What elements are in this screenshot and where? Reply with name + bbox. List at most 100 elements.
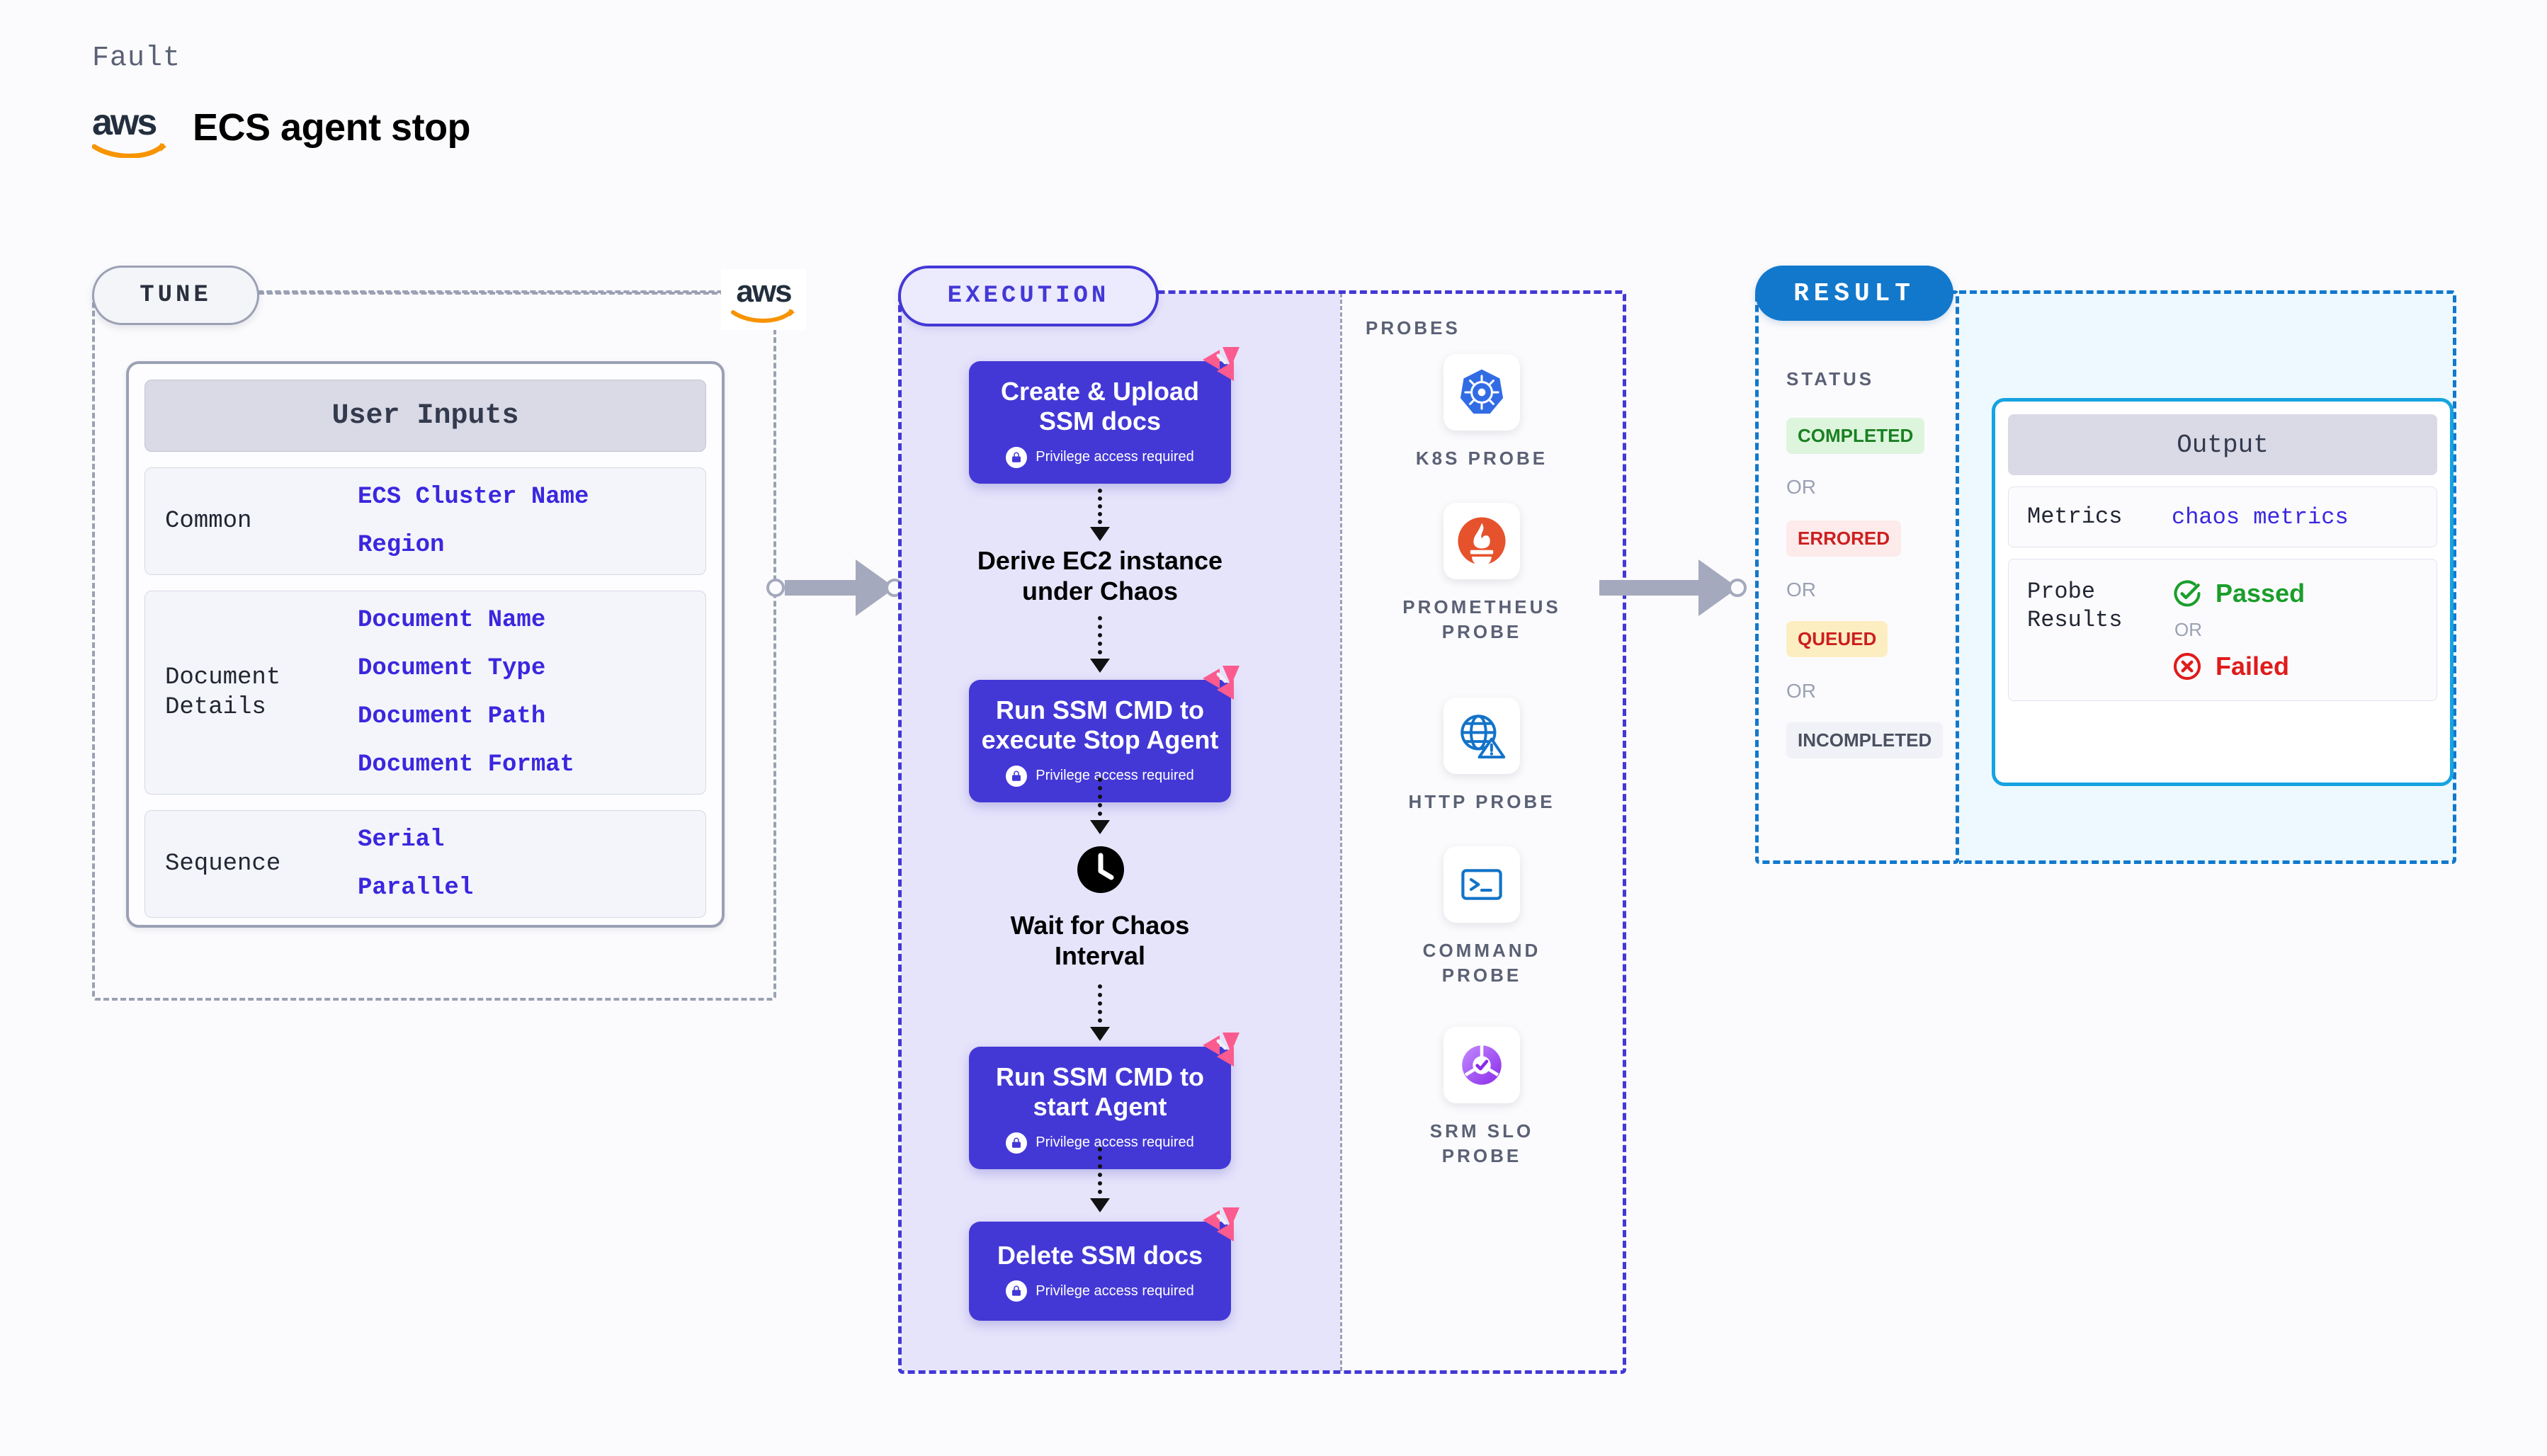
- probe-result-failed: Failed: [2172, 651, 2305, 682]
- srm-slo-icon: [1462, 1045, 1502, 1085]
- probes-background: [1340, 293, 1623, 1371]
- connector-execution-to-result: [1599, 559, 1776, 616]
- tune-group-common: Common ECS Cluster Name Region: [144, 467, 706, 575]
- flow-arrow: [1090, 778, 1110, 834]
- tune-pill-label: TUNE: [140, 282, 212, 309]
- connector-bar: [1599, 580, 1698, 596]
- tune-group-label: Sequence: [165, 850, 281, 877]
- execution-region: [898, 290, 1626, 1374]
- execution-node-delete-ssm-docs[interactable]: Delete SSM docs Privilege access require…: [969, 1207, 1240, 1321]
- fault-kicker: Fault: [92, 42, 181, 74]
- execution-node-subtitle: Privilege access required: [1036, 768, 1194, 784]
- execution-node-subtitle: Privilege access required: [1036, 1134, 1194, 1151]
- probes-section-label: PROBES: [1366, 317, 1460, 339]
- output-row-value[interactable]: chaos metrics: [2172, 504, 2349, 530]
- check-circle-icon: [2174, 580, 2201, 607]
- user-inputs-card: User Inputs Common ECS Cluster Name Regi…: [126, 361, 725, 928]
- status-badge-label: COMPLETED: [1798, 425, 1914, 446]
- result-pill: RESULT: [1755, 266, 1953, 321]
- lock-icon: [1006, 765, 1028, 787]
- tune-value[interactable]: Serial: [358, 826, 445, 853]
- user-inputs-title: User Inputs: [144, 380, 706, 452]
- probe-label: K8S PROBE: [1415, 448, 1548, 469]
- or-separator: OR: [1786, 476, 1816, 498]
- status-badge-errored: ERRORED: [1786, 521, 1902, 557]
- tune-value[interactable]: ECS Cluster Name: [358, 484, 589, 511]
- http-globe-icon: [1460, 715, 1506, 759]
- probe-result-label: Passed: [2216, 579, 2305, 608]
- probe-label: HTTP PROBE: [1408, 791, 1555, 812]
- execution-node-subtitle: Privilege access required: [1036, 1282, 1194, 1299]
- output-title: Output: [2008, 414, 2437, 475]
- tune-aws-connector-line: [259, 292, 726, 295]
- probe-k8s[interactable]: K8S PROBE: [1393, 354, 1570, 471]
- connector-dot: [1728, 579, 1747, 597]
- kubernetes-icon: [1460, 369, 1504, 414]
- flow-arrow: [1090, 616, 1110, 673]
- execution-pill: EXECUTION: [898, 266, 1159, 326]
- terminal-icon: [1461, 869, 1502, 900]
- x-circle-icon: [2173, 652, 2201, 681]
- status-badge-queued: QUEUED: [1786, 621, 1888, 657]
- status-badge-incompleted: INCOMPLETED: [1786, 722, 1944, 758]
- status-badge-label: ERRORED: [1798, 528, 1890, 549]
- litmus-logo-badge: [1203, 1207, 1240, 1241]
- execution-pill-label: EXECUTION: [947, 283, 1110, 309]
- output-row-metrics: Metrics chaos metrics: [2008, 487, 2437, 547]
- probe-http[interactable]: HTTP PROBE: [1393, 698, 1570, 814]
- lock-icon: [1006, 1132, 1028, 1154]
- probe-result-passed: Passed: [2172, 578, 2305, 609]
- status-label: STATUS: [1786, 368, 1875, 389]
- connector-dot: [766, 579, 785, 597]
- output-row-label: Metrics: [2027, 504, 2123, 530]
- page-title: ECS agent stop: [193, 106, 471, 149]
- lock-icon: [1006, 1280, 1028, 1302]
- or-separator: OR: [1786, 680, 1816, 702]
- or-separator: OR: [2174, 619, 2202, 640]
- tune-value[interactable]: Document Name: [358, 607, 546, 634]
- tune-value[interactable]: Region: [358, 532, 445, 559]
- tune-pill: TUNE: [92, 266, 259, 325]
- aws-logo: aws: [92, 104, 171, 158]
- probe-result-label: Failed: [2216, 652, 2290, 681]
- execution-node-title: Delete SSM docs: [997, 1240, 1203, 1270]
- connector-bar: [785, 580, 856, 596]
- tune-group-sequence: Sequence Serial Parallel: [144, 810, 706, 918]
- flow-arrow: [1090, 489, 1110, 541]
- tune-value[interactable]: Document Format: [358, 751, 575, 778]
- litmus-logo-badge: [1203, 347, 1240, 381]
- prometheus-icon: [1458, 517, 1506, 567]
- execution-node-subtitle: Privilege access required: [1036, 449, 1194, 465]
- clock-icon: [1077, 846, 1124, 893]
- page-header: Fault aws ECS agent stop: [92, 42, 471, 158]
- flow-arrow: [1090, 984, 1110, 1041]
- connector-tune-to-execution: [766, 559, 908, 616]
- litmus-logo-badge: [1203, 1033, 1240, 1067]
- flow-arrow: [1090, 1147, 1110, 1212]
- tune-value[interactable]: Parallel: [358, 875, 474, 902]
- result-status-region: [1755, 290, 1959, 864]
- tune-value[interactable]: Document Path: [358, 703, 546, 730]
- or-separator: OR: [1786, 579, 1816, 601]
- tune-value[interactable]: Document Type: [358, 655, 546, 682]
- status-badge-label: INCOMPLETED: [1798, 729, 1932, 751]
- litmus-logo-badge: [1203, 666, 1240, 700]
- lock-icon: [1006, 446, 1028, 468]
- status-badge-label: QUEUED: [1798, 628, 1877, 649]
